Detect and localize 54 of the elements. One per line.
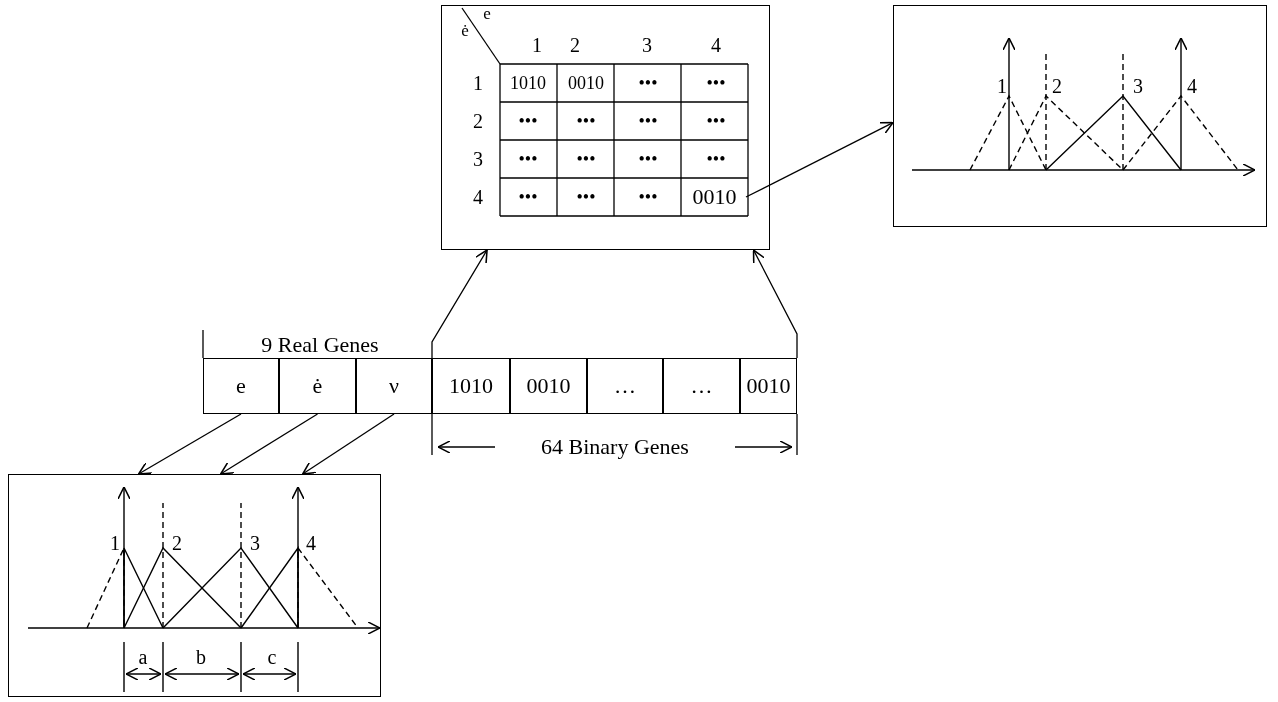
arrow [137,413,242,475]
gene-cell: ė [279,358,356,414]
dimension-label: c [267,647,277,667]
table-entry: ••• [638,112,658,130]
arrow [752,249,798,359]
gene-cell: 1010 [432,358,510,414]
gene-cell: … [587,358,663,414]
table-entry: ••• [518,188,538,206]
peak-number: 3 [250,533,260,553]
arrow [301,413,395,475]
peak-number: 2 [1052,76,1062,96]
table-entry: ••• [706,112,726,130]
table-entry: ••• [576,150,596,168]
table-entry: ••• [518,112,538,130]
peak-number: 1 [997,76,1007,96]
row-number: 2 [473,111,483,131]
table-entry: ••• [706,150,726,168]
column-number: 2 [570,35,580,55]
membership-plot-panel [8,474,381,697]
axis-symbol: e [483,4,491,22]
table-entry: ••• [576,112,596,130]
table-entry: ••• [638,74,658,92]
table-entry: 0010 [568,74,604,92]
dimension-label: b [196,647,206,667]
table-entry: ••• [638,188,658,206]
arrow [745,121,894,198]
dimension-label: a [138,647,148,667]
membership-plot-panel [893,5,1267,227]
table-panel [441,5,770,250]
gene-cell: … [663,358,740,414]
table-entry: ••• [706,74,726,92]
arrow [431,249,488,359]
peak-number: 3 [1133,76,1143,96]
row-number: 3 [473,149,483,169]
peak-number: 4 [306,533,316,553]
binary-code-text: 0010 [683,178,746,215]
row-number: 4 [473,187,483,207]
arrow [219,413,319,475]
peak-number: 2 [172,533,182,553]
row-number: 1 [473,73,483,93]
table-entry: 1010 [510,74,546,92]
axis-symbol: ė [461,21,469,39]
column-number: 3 [642,35,652,55]
table-entry: ••• [518,150,538,168]
table-entry: ••• [576,188,596,206]
gene-cell: e [203,358,279,414]
gene-cell: ν [356,358,432,414]
peak-number: 1 [110,533,120,553]
gene-cell: 0010 [510,358,587,414]
column-number: 4 [711,35,721,55]
column-number: 1 [532,35,542,55]
gene-cell: 0010 [740,358,797,414]
peak-number: 4 [1187,76,1197,96]
table-entry: ••• [638,150,658,168]
